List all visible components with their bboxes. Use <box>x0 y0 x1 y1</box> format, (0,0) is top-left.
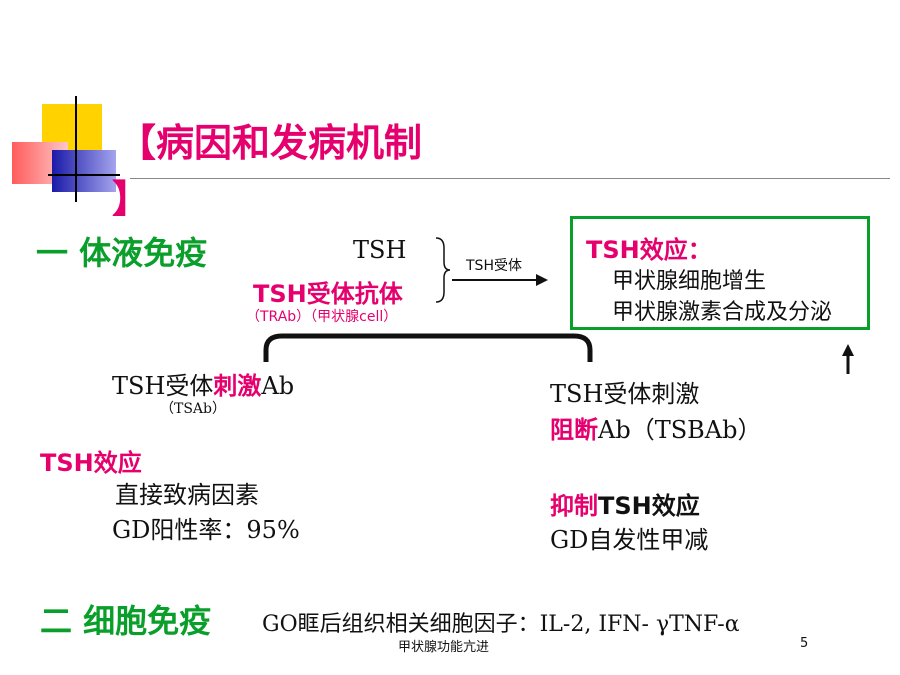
tsab-emph: 刺激 <box>213 371 262 400</box>
title-text: 病因和发病机制 <box>156 121 423 165</box>
tsh-label: TSH <box>353 236 407 264</box>
page-number: 5 <box>800 636 809 651</box>
tsbab-post: Ab（TSBAb） <box>598 416 762 444</box>
left-effect-title: TSH效应 <box>40 449 142 477</box>
left-direct-cause: 直接致病因素 <box>115 481 259 509</box>
effect-line-secretion: 甲状腺激素合成及分泌 <box>612 300 833 325</box>
right-inhibit: 抑制TSH效应 <box>550 486 700 521</box>
section-cellular-heading: 二 细胞免疫 <box>40 602 212 640</box>
page-title: 【病因和发病机制 <box>118 112 422 167</box>
tsab-pre: TSH受体 <box>112 372 214 400</box>
trab-sublabel: （TRAb）（甲状腺cell） <box>246 309 398 325</box>
arrow-label: TSH受体 <box>466 258 522 274</box>
arrow-head-icon <box>536 274 548 286</box>
section-humoral-heading: 一 体液免疫 <box>36 234 208 272</box>
connector-bracket <box>263 333 593 362</box>
tsbab-line1: TSH受体刺激 <box>550 380 700 408</box>
tsbab-emph: 阻断 <box>550 415 598 444</box>
effect-title: TSH效应： <box>586 236 712 264</box>
inhibit-rest: TSH效应 <box>598 492 700 520</box>
inhibit-emph: 抑制 <box>550 492 598 520</box>
tsab-sublabel: （TSAb） <box>160 401 227 417</box>
title-bracket-open: 【 <box>118 121 157 165</box>
effect-line-proliferation: 甲状腺细胞增生 <box>612 269 767 294</box>
tsab-label: TSH受体刺激Ab <box>112 366 294 401</box>
tsbab-line2: 阻断Ab（TSBAb） <box>550 410 761 445</box>
effect-box <box>570 216 870 330</box>
title-underline <box>130 178 890 179</box>
footer-title: 甲状腺功能亢进 <box>398 640 490 655</box>
brace-right-icon <box>435 237 451 303</box>
cellular-cytokines: GO眶后组织相关细胞因子：IL-2, IFN- γTNF-α <box>262 612 740 637</box>
right-gd-hypo: GD自发性甲减 <box>550 526 709 554</box>
left-gd-rate: GD阳性率：95% <box>112 516 300 544</box>
up-arrow-head-icon <box>842 344 854 356</box>
trab-label: TSH受体抗体 <box>253 280 403 308</box>
title-bracket-close: 】 <box>112 177 151 221</box>
tsab-post: Ab <box>261 372 295 400</box>
